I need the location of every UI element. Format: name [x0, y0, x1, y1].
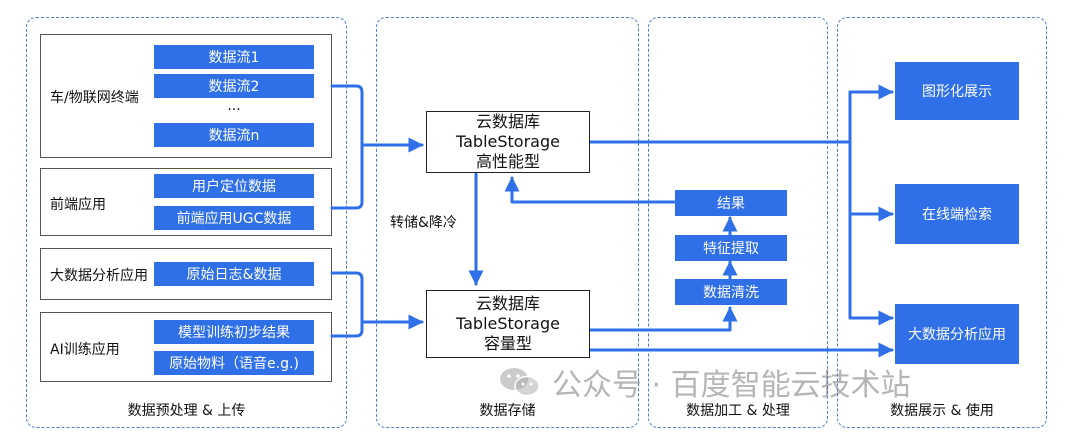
step-data-cleaning: 数据清洗 — [675, 279, 787, 305]
chip-raw-material: 原始物料（语音e.g.) — [154, 351, 314, 375]
wechat-logo-icon — [500, 368, 540, 397]
group-label-frontend: 前端应用 — [50, 197, 106, 213]
store-high-perf-line-1: 云数据库 — [475, 112, 540, 131]
store-capacity-line-3: 容量型 — [483, 334, 532, 353]
stream-ellipsis: ... — [227, 98, 241, 114]
store-capacity-line-1: 云数据库 — [475, 294, 540, 313]
store-high-perf-line-3: 高性能型 — [475, 152, 540, 171]
store-capacity-line-2: TableStorage — [456, 314, 560, 333]
arrow-result-to-high-perf — [504, 176, 676, 204]
store-high-perf-line-2: TableStorage — [456, 132, 560, 151]
group-label-ai: AI训练应用 — [50, 342, 120, 358]
chip-user-location: 用户定位数据 — [154, 174, 314, 198]
watermark-text: 公众号 · 百度智能云技术站 — [552, 368, 911, 403]
chip-raw-logs: 原始日志&数据 — [154, 262, 314, 286]
zone-processing — [648, 17, 828, 428]
zone-caption-display: 数据展示 & 使用 — [890, 403, 994, 419]
store-capacity: 云数据库 TableStorage 容量型 — [426, 290, 590, 358]
zone-preprocess — [26, 17, 347, 428]
label-transfer-cold: 转储&降冷 — [390, 215, 457, 231]
zone-display — [837, 17, 1047, 428]
step-feature-extraction: 特征提取 — [675, 235, 787, 261]
chip-stream-1: 数据流1 — [154, 45, 314, 69]
group-label-bigdata: 大数据分析应用 — [50, 268, 148, 284]
step-result: 结果 — [675, 190, 787, 216]
store-high-performance: 云数据库 TableStorage 高性能型 — [426, 111, 590, 173]
watermark: 公众号 · 百度智能云技术站 — [498, 362, 911, 403]
wire-vehicle-iot — [330, 84, 364, 210]
output-bigdata-analytics: 大数据分析应用 — [895, 304, 1019, 364]
chip-stream-n: 数据流n — [154, 123, 314, 147]
chip-model-results: 模型训练初步结果 — [154, 320, 314, 344]
arrow-to-cleaning — [588, 306, 738, 332]
output-online-search: 在线端检索 — [895, 184, 1019, 244]
wire-bigdata-ai — [330, 271, 364, 338]
group-label-vehicle-iot: 车/物联网终端 — [50, 90, 139, 106]
zone-caption-storage: 数据存储 — [479, 403, 536, 419]
zone-storage — [376, 17, 639, 428]
zone-caption-processing: 数据加工 & 处理 — [686, 403, 790, 419]
chip-frontend-ugc: 前端应用UGC数据 — [154, 206, 314, 230]
zone-caption-preprocess: 数据预处理 & 上传 — [127, 403, 246, 419]
output-graphic-display: 图形化展示 — [895, 62, 1019, 120]
chip-stream-2: 数据流2 — [154, 74, 314, 98]
